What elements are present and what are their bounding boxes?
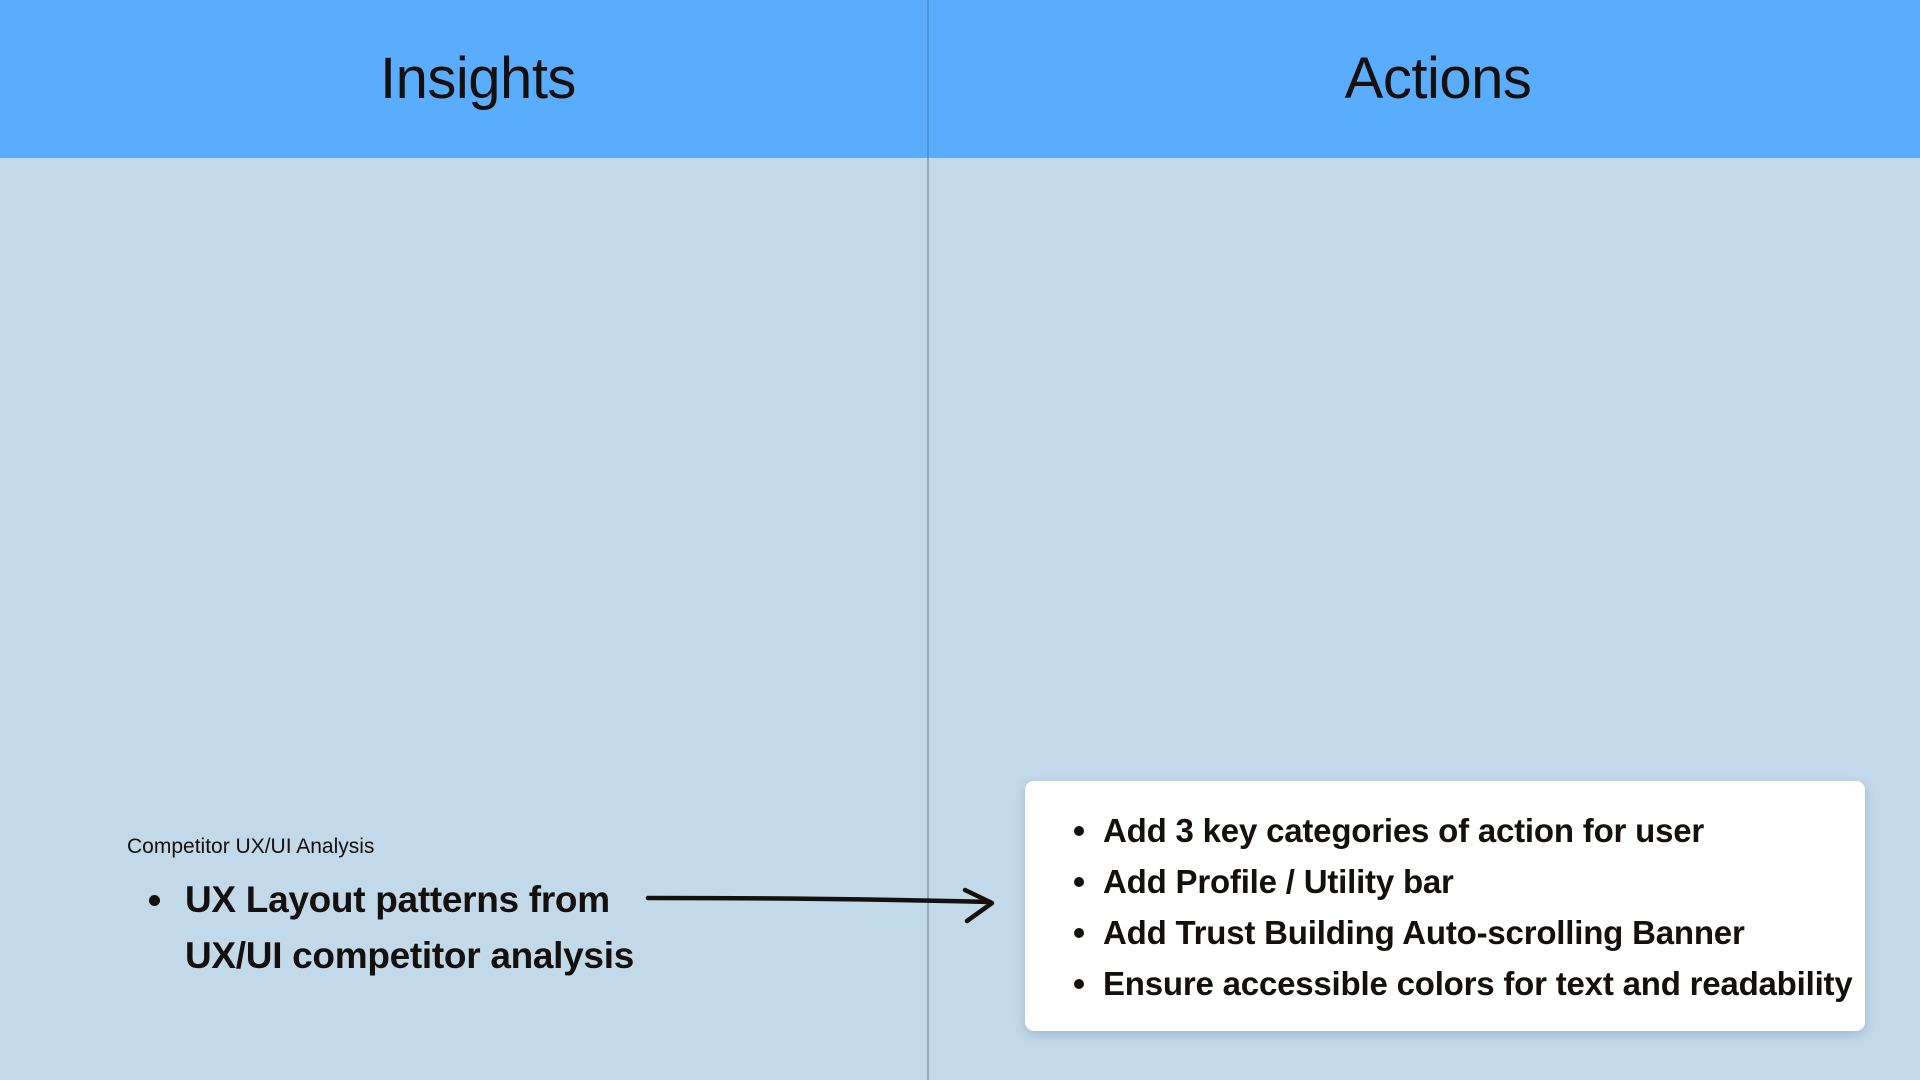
action-list: Add 3 key categories of action for user … [1074, 805, 1865, 1009]
action-item: Add 3 key categories of action for user [1074, 805, 1865, 856]
bullet-icon [1074, 826, 1084, 836]
action-item-text: Add 3 key categories of action for user [1103, 812, 1705, 849]
bullet-icon [149, 895, 160, 906]
insight-label: Competitor UX/UI Analysis [127, 835, 375, 858]
insight-note[interactable]: Competitor UX/UI Analysis UX Layout patt… [127, 834, 685, 984]
bullet-icon [1074, 877, 1084, 887]
action-item-text: Add Profile / Utility bar [1103, 863, 1454, 900]
action-item: Add Profile / Utility bar [1074, 856, 1865, 907]
header-bar [0, 0, 1920, 158]
insights-column-title: Insights [380, 45, 576, 111]
insight-item: UX Layout patterns from UX/UI competitor… [149, 872, 685, 984]
action-item-text: Add Trust Building Auto-scrolling Banner [1103, 914, 1745, 951]
insight-list: UX Layout patterns from UX/UI competitor… [127, 872, 685, 984]
actions-card[interactable]: Add 3 key categories of action for user … [1025, 781, 1865, 1031]
bullet-icon [1074, 928, 1084, 938]
bullet-icon [1074, 979, 1084, 989]
action-item-text: Ensure accessible colors for text and re… [1103, 965, 1853, 1002]
header-column-divider [927, 0, 929, 158]
arrow-right-icon[interactable] [640, 880, 1000, 930]
insight-item-text: UX Layout patterns from UX/UI competitor… [185, 879, 634, 976]
column-divider [927, 0, 929, 1080]
action-item: Add Trust Building Auto-scrolling Banner [1074, 907, 1865, 958]
actions-column-title: Actions [1344, 45, 1532, 111]
action-item: Ensure accessible colors for text and re… [1074, 958, 1865, 1009]
